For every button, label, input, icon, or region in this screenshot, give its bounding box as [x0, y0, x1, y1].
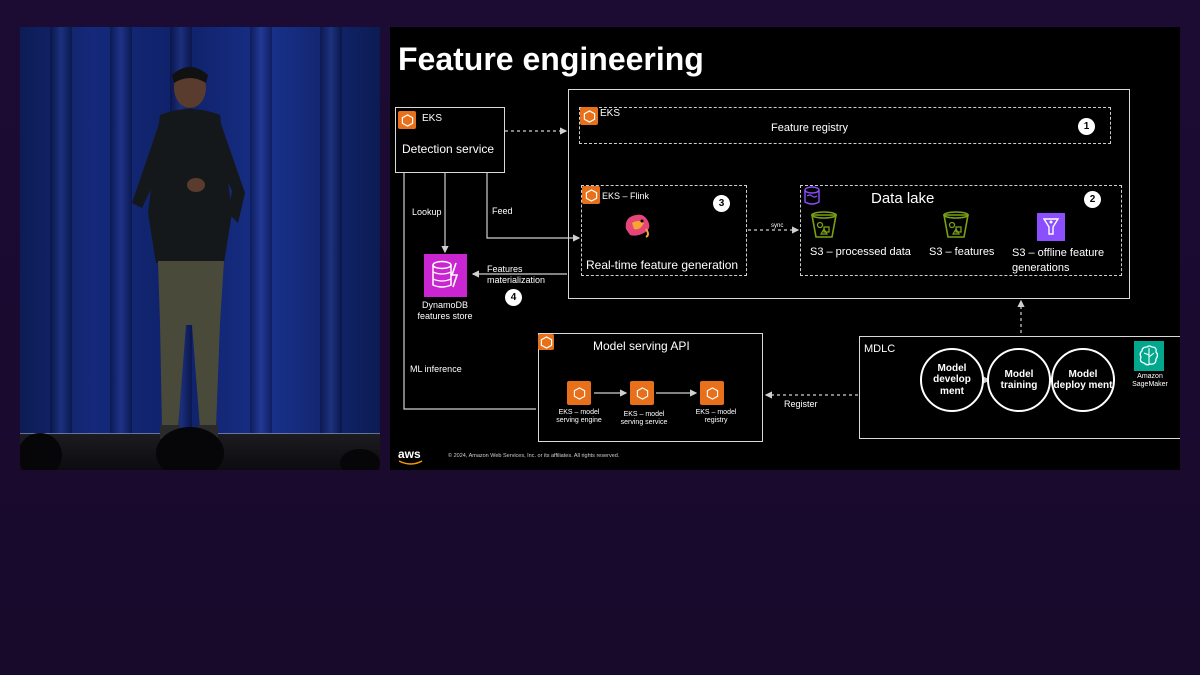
presentation-slide: Feature engineering EKS D [390, 27, 1180, 470]
flink-eks-label: EKS – Flink [602, 191, 650, 201]
step-badge-2: 2 [1084, 191, 1101, 208]
flink-title: Real-time feature generation [586, 258, 739, 272]
aws-logo: aws [398, 447, 421, 461]
materialization-label: Features materialization [487, 264, 546, 286]
audience-heads [20, 427, 380, 470]
copyright: © 2024, Amazon Web Services, Inc. or its… [448, 453, 620, 459]
step-badge-4: 4 [505, 289, 522, 306]
datalake-item-label: S3 – processed data [810, 246, 911, 258]
step-badge-3: 3 [713, 195, 730, 212]
datalake-item-label: S3 – offline feature generations [1012, 247, 1105, 274]
sync-label: sync [771, 223, 784, 229]
eks-icon [398, 111, 416, 129]
feature-registry-box [579, 107, 1111, 144]
serving-item-label: EKS – model serving engine [556, 409, 602, 425]
sagemaker-label: Amazon SageMaker [1132, 373, 1168, 389]
eks-icon [582, 186, 600, 204]
feature-platform-box [568, 89, 1130, 299]
sagemaker-icon [1134, 341, 1164, 371]
lookup-label: Lookup [412, 207, 442, 217]
eks-model-registry-icon [700, 381, 724, 405]
glue-icon [1037, 213, 1065, 241]
datalake-item-label: S3 – features [929, 246, 995, 258]
dynamodb-label: DynamoDB features store [417, 300, 473, 321]
data-lake-icon [804, 186, 820, 205]
speaker-video [20, 27, 380, 470]
speaker-figure [132, 67, 245, 439]
ml-inference-label: ML inference [410, 364, 462, 374]
mdlc-step-training: Model training [987, 348, 1051, 412]
dynamodb-icon [424, 254, 467, 297]
eks-serving-engine-icon [567, 381, 591, 405]
detection-eks-label: EKS [422, 113, 443, 124]
model-serving-title: Model serving API [593, 339, 690, 353]
step-badge-1: 1 [1078, 118, 1095, 135]
flink-squirrel-icon [625, 214, 650, 238]
s3-bucket-icon [811, 211, 837, 238]
mdlc-title: MDLC [864, 343, 896, 355]
serving-item-label: EKS – model serving service [620, 411, 668, 427]
s3-bucket-icon [943, 211, 969, 238]
detection-service-title: Detection service [402, 142, 495, 156]
eks-icon [538, 334, 554, 350]
feed-label: Feed [492, 206, 513, 216]
serving-item-label: EKS – model registry [695, 409, 737, 425]
eks-serving-service-icon [630, 381, 654, 405]
diagram-arrows [403, 127, 1055, 410]
mdlc-step-deploy: Model deploy ment [1051, 348, 1115, 412]
registry-eks-label: EKS [600, 108, 621, 119]
eks-icon [580, 107, 598, 125]
register-label: Register [784, 399, 818, 409]
aws-smile-icon [398, 460, 423, 465]
data-lake-box [800, 185, 1122, 276]
feature-registry-title: Feature registry [771, 122, 849, 134]
flink-box [581, 185, 747, 276]
mdlc-box [859, 336, 1180, 439]
slide-title: Feature engineering [398, 41, 704, 77]
model-serving-box [538, 333, 763, 442]
data-lake-title: Data lake [871, 190, 935, 207]
mdlc-step-develop: Model develop ment [920, 348, 984, 412]
detection-service-box [395, 107, 505, 173]
